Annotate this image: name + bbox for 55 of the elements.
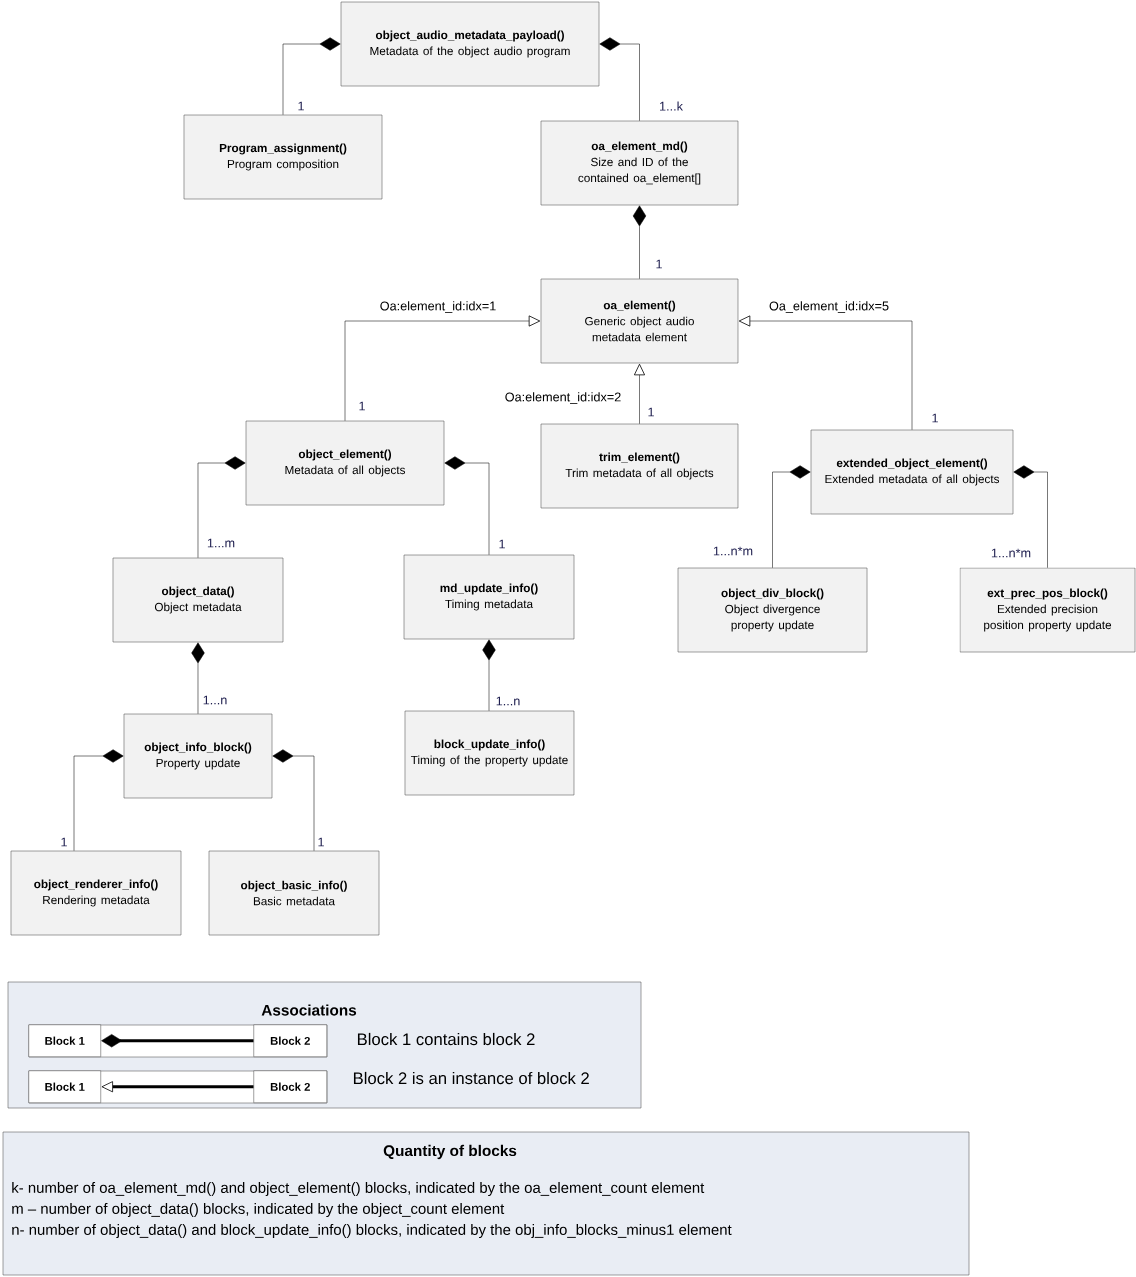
block-box: Block 1	[28, 1024, 101, 1057]
multiplicity-label: 1	[359, 401, 365, 411]
class-box: oa_element() Generic object audio metadata element	[540, 278, 739, 364]
composition-line	[444, 456, 490, 555]
class-box: block_update_info() Timing of the property update	[404, 710, 575, 796]
edge-label: 1...n	[496, 696, 520, 706]
block-box: Block 1	[28, 1070, 101, 1103]
composition-line	[772, 465, 811, 568]
edge-label: 1...n*m	[713, 546, 753, 556]
composition-line	[1013, 465, 1048, 568]
edge-label: 1...k	[660, 101, 683, 111]
class-box: oa_element_md() Size and ID of the contained oa_element[]	[540, 120, 739, 206]
block-box: Block 2	[253, 1070, 327, 1103]
edge-label: 1...m	[207, 538, 235, 548]
edge-label: 1	[499, 539, 505, 549]
class-box: ext_prec_pos_block() Extended precision position property update	[959, 567, 1136, 653]
class-box: object_div_block() Object divergence property update	[677, 567, 868, 653]
block-box: Block 2	[253, 1024, 327, 1057]
class-box: object_renderer_info() Rendering metadata	[10, 850, 182, 936]
edge-label: Oa:element_id:idx=2	[505, 392, 621, 404]
edge-label: Oa_element_id:idx=5	[769, 301, 889, 313]
edge-label: 1...n	[203, 695, 227, 705]
edge-label: 1...n*m	[991, 548, 1031, 558]
composition-line	[282, 37, 341, 115]
class-box: trim_element() Trim metadata of all objects	[540, 423, 739, 509]
legend-text: Block 1 contains block 2	[357, 1032, 535, 1046]
composition-line	[599, 37, 640, 121]
class-box: object_basic_info() Basic metadata	[208, 850, 380, 936]
composition-line	[191, 642, 205, 714]
inheritance-arrow	[633, 363, 646, 424]
edge-label: 1	[61, 837, 67, 847]
edge-label: 1	[656, 259, 662, 269]
multiplicity-label: 1	[932, 413, 938, 423]
composition-line	[272, 749, 315, 851]
inheritance-arrow	[344, 315, 541, 421]
class-box: md_update_info() Timing metadata	[403, 554, 575, 640]
class-box: object_info_block() Property update	[123, 713, 273, 799]
edge-label: Oa:element_id:idx=1	[380, 301, 496, 313]
composition-line	[632, 205, 647, 279]
class-box: object_data() Object metadata	[112, 557, 284, 643]
composition-line	[73, 749, 124, 851]
inheritance-arrow	[101, 1081, 254, 1093]
composition-line	[197, 456, 246, 558]
class-box: object_element() Metadata of all objects	[245, 420, 445, 506]
notes-panel: Quantity of blocks k- number of oa_element_md() and object_element() blocks, indicated by the oa_element_count element m – number of object_data() blocks, indicated by the object_count element n- number of object_data() and block_update_info() blocks, indicated by the obj_info_blocks_minus1 element	[2, 1131, 970, 1276]
legend-text: Block 2 is an instance of block 2	[353, 1071, 589, 1085]
edge-label: 1	[298, 101, 304, 111]
class-box: object_audio_metadata_payload() Metadata of the object audio program	[340, 1, 600, 87]
composition-line	[101, 1034, 254, 1048]
inheritance-arrow	[738, 315, 913, 430]
edge-label: 1	[318, 837, 324, 847]
class-box: Program_assignment() Program composition	[183, 114, 383, 200]
class-box: extended_object_element() Extended metadata of all objects	[810, 429, 1014, 515]
multiplicity-label: 1	[648, 407, 654, 417]
composition-line	[482, 639, 496, 711]
